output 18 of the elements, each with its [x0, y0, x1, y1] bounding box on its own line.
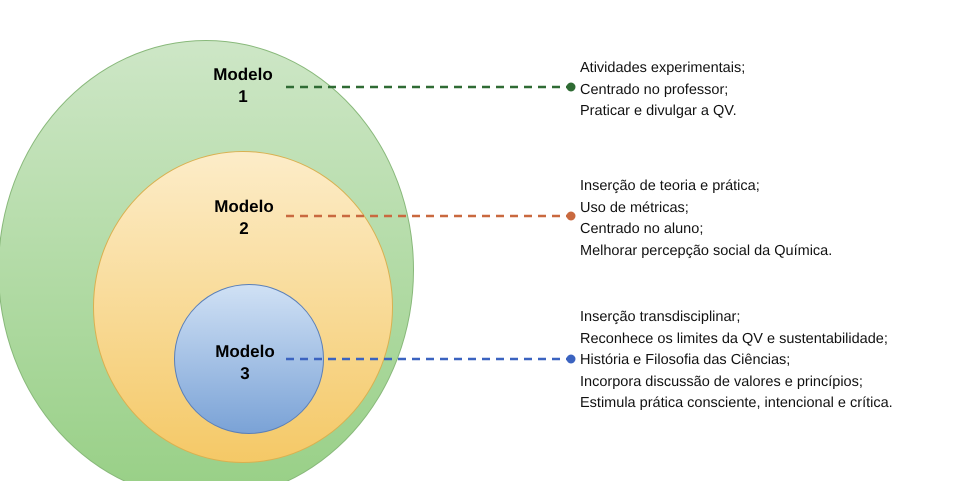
dashed-leader-line [286, 82, 576, 92]
list-item: Melhorar percepção social da Química. [580, 242, 832, 260]
list-item: Centrado no aluno; [580, 220, 704, 239]
list-item: Reconhece os limites da QV e sustentabilidade; [580, 330, 889, 348]
list-item: Centrado no professor; [580, 80, 730, 100]
list-item: Inserção de teoria e prática; [580, 177, 761, 196]
list-item: História e Filosofia das Ciências; [580, 351, 792, 370]
list-item: Atividades experimentais; [580, 59, 746, 78]
list-item: Uso de métricas; [580, 198, 690, 218]
model-label: Modelo 2 [213, 196, 275, 240]
model-label: Modelo 1 [212, 64, 274, 108]
list-item: Inserção transdisciplinar; [580, 308, 742, 327]
list-item: Praticar e divulgar a QV. [580, 102, 738, 121]
list-item: Incorpora discussão de valores e princípios; [580, 372, 864, 392]
dashed-leader-line [286, 354, 576, 364]
dashed-leader-line [286, 212, 576, 220]
list-item: Estimula prática consciente, intencional e crítica. [580, 394, 893, 413]
model-label: Modelo 3 [214, 341, 276, 385]
